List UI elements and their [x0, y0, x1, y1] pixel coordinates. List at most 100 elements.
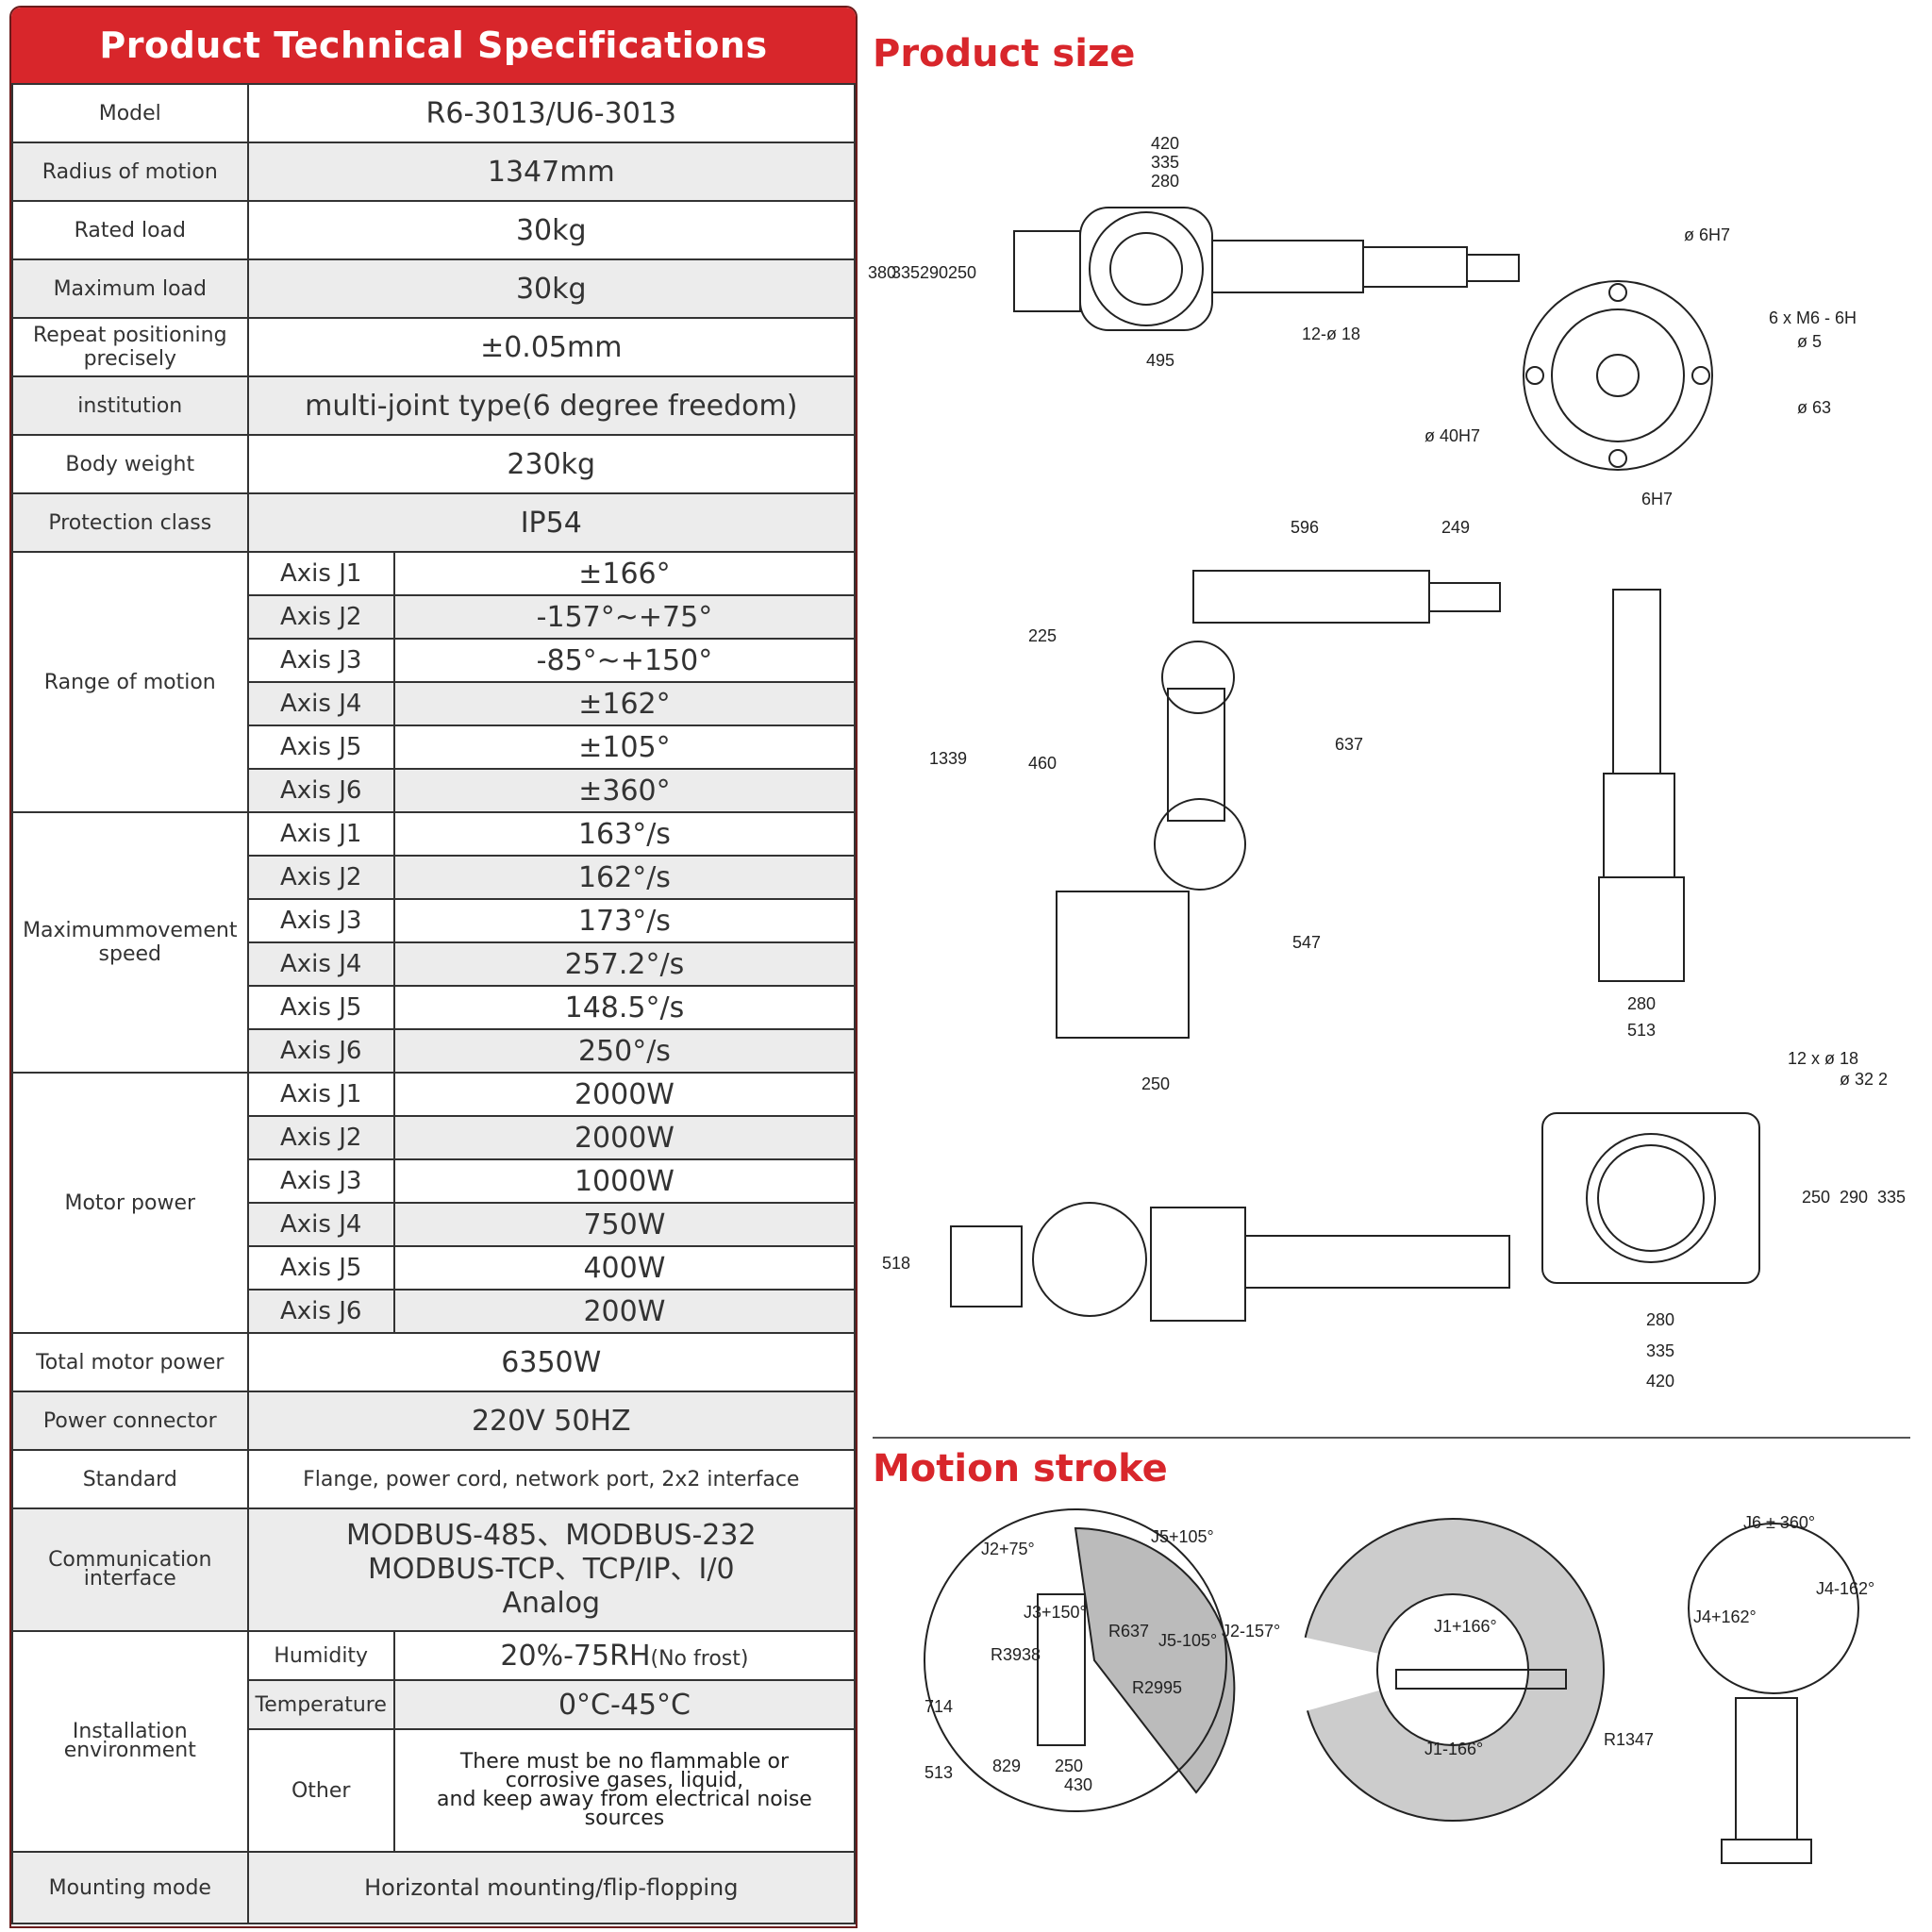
stroke-2-excluded-sector	[1296, 1637, 1453, 1712]
other-value-line3: and keep away from electrical noise sour…	[437, 1788, 812, 1830]
speed-value: 173°/s	[392, 898, 856, 943]
motor-axis: Axis J4	[246, 1202, 395, 1247]
flange-hole	[1691, 366, 1710, 385]
other-label: Other	[246, 1728, 395, 1853]
top-view-j1-circle	[1089, 211, 1204, 326]
table-row: Axis J5 ±105°	[12, 724, 856, 770]
mounting-mode-label: Mounting mode	[11, 1851, 249, 1924]
range-value: ±162°	[392, 681, 856, 726]
flange-hole	[1608, 449, 1627, 468]
motion-stroke-heading: Motion stroke	[873, 1447, 1168, 1491]
comm-value-line3: Analog	[502, 1587, 601, 1620]
table-row: Axis J2 -157°~+75°	[12, 594, 856, 640]
dim-label: J5-105°	[1158, 1631, 1217, 1650]
table-row: Axis J2 2000W	[12, 1115, 856, 1160]
spec-table: Model R6-3013/U6-3013 Radius of motion 1…	[11, 83, 856, 1924]
motion-stroke-view-3	[1688, 1523, 1859, 1864]
table-row: Axis J4 257.2°/s	[12, 941, 856, 987]
dim-label: J4+162°	[1693, 1607, 1757, 1626]
table-row: Model R6-3013/U6-3013	[11, 83, 856, 143]
motor-value: 2000W	[392, 1072, 856, 1117]
range-axis: Axis J4	[246, 681, 395, 726]
table-row: institution multi-joint type(6 degree fr…	[11, 375, 856, 436]
plan-view-arm	[1244, 1235, 1510, 1289]
dim-label: J1+166°	[1434, 1617, 1497, 1636]
dim-label: 250	[1055, 1757, 1083, 1775]
table-row: Axis J6 ±360°	[12, 768, 856, 813]
max-load-label: Maximum load	[11, 258, 249, 319]
mounting-mode-value: Horizontal mounting/flip-flopping	[246, 1851, 856, 1924]
speed-axis: Axis J5	[246, 985, 395, 1030]
dim-label: ø 5	[1797, 332, 1822, 351]
table-row: Axis J3 -85°~+150°	[12, 638, 856, 683]
humidity-note: (No frost)	[650, 1646, 749, 1671]
flange-pitch	[1551, 308, 1685, 442]
speed-axis: Axis J6	[246, 1028, 395, 1074]
power-connector-label: Power connector	[11, 1391, 249, 1451]
standard-label: Standard	[11, 1449, 249, 1509]
table-row: Maximum load 30kg	[11, 258, 856, 319]
table-row: Power connector 220V 50HZ	[11, 1391, 856, 1451]
dim-label: ø 32 2	[1840, 1070, 1888, 1089]
dim-label: R3938	[991, 1645, 1041, 1664]
dim-label: 225	[1028, 626, 1057, 645]
section-divider	[873, 1437, 1910, 1439]
spec-table-title: Product Technical Specifications	[11, 8, 856, 83]
dim-label: J1-166°	[1424, 1740, 1483, 1758]
flange-hole	[1608, 283, 1627, 302]
table-row: Motor power Axis J1 2000W	[11, 1072, 856, 1334]
max-speed-label-line2: speed	[98, 942, 161, 966]
dim-label: R637	[1108, 1622, 1149, 1641]
temperature-label: Temperature	[246, 1679, 395, 1730]
technical-drawings: 420 335 280 380 335 290 250 495 12-ø 18 …	[868, 134, 1906, 1864]
dim-label: 6 x M6 - 6H	[1769, 308, 1857, 327]
dim-label: J3+150°	[1024, 1603, 1087, 1622]
side-view-j2	[1154, 798, 1246, 891]
side-view-base	[1056, 891, 1190, 1039]
top-view-arm	[1211, 240, 1364, 293]
table-row: Protection class IP54	[11, 492, 856, 553]
table-row: Total motor power 6350W	[11, 1332, 856, 1392]
table-row: Radius of motion 1347mm	[11, 142, 856, 202]
table-row: Axis J5 400W	[12, 1245, 856, 1291]
dim-label: J2+75°	[981, 1540, 1035, 1558]
speed-value: 257.2°/s	[392, 941, 856, 987]
install-label-line1: Installation	[72, 1720, 188, 1743]
dim-label: 250	[948, 263, 976, 282]
flange-outer	[1523, 280, 1713, 471]
dim-label: 12-ø 18	[1302, 325, 1360, 343]
dim-label: 714	[924, 1697, 953, 1716]
rated-load-value: 30kg	[246, 200, 856, 260]
dim-label: 335	[1646, 1341, 1674, 1360]
repeat-positioning-value: ±0.05mm	[246, 317, 856, 377]
radius-label: Radius of motion	[11, 142, 249, 202]
dim-label: 513	[924, 1763, 953, 1782]
comm-label-line2: interface	[83, 1567, 176, 1591]
stroke-2-robot	[1395, 1669, 1567, 1690]
stroke-1-hatched-area	[1074, 1526, 1236, 1794]
base-bore-inner	[1597, 1144, 1705, 1252]
body-weight-label: Body weight	[11, 434, 249, 494]
front-view-column	[1603, 773, 1675, 878]
comm-value-line2: MODBUS-TCP、TCP/IP、I/0	[367, 1553, 735, 1586]
motion-stroke-view-2	[1296, 1518, 1605, 1822]
speed-value: 250°/s	[392, 1028, 856, 1074]
range-axis: Axis J3	[246, 638, 395, 683]
robot-top-view	[1013, 207, 1520, 331]
dim-label: 250	[1802, 1188, 1830, 1207]
dim-label: J2-157°	[1222, 1622, 1280, 1641]
stroke-3-robot-base	[1721, 1839, 1812, 1864]
standard-value: Flange, power cord, network port, 2x2 in…	[246, 1449, 856, 1509]
power-connector-value: 220V 50HZ	[246, 1391, 856, 1451]
stroke-1-envelope	[924, 1508, 1227, 1812]
robot-front-view	[1598, 589, 1685, 982]
range-value: -85°~+150°	[392, 638, 856, 683]
table-row: Standard Flange, power cord, network por…	[11, 1449, 856, 1509]
table-row: Body weight 230kg	[11, 434, 856, 494]
motor-axis: Axis J2	[246, 1115, 395, 1160]
